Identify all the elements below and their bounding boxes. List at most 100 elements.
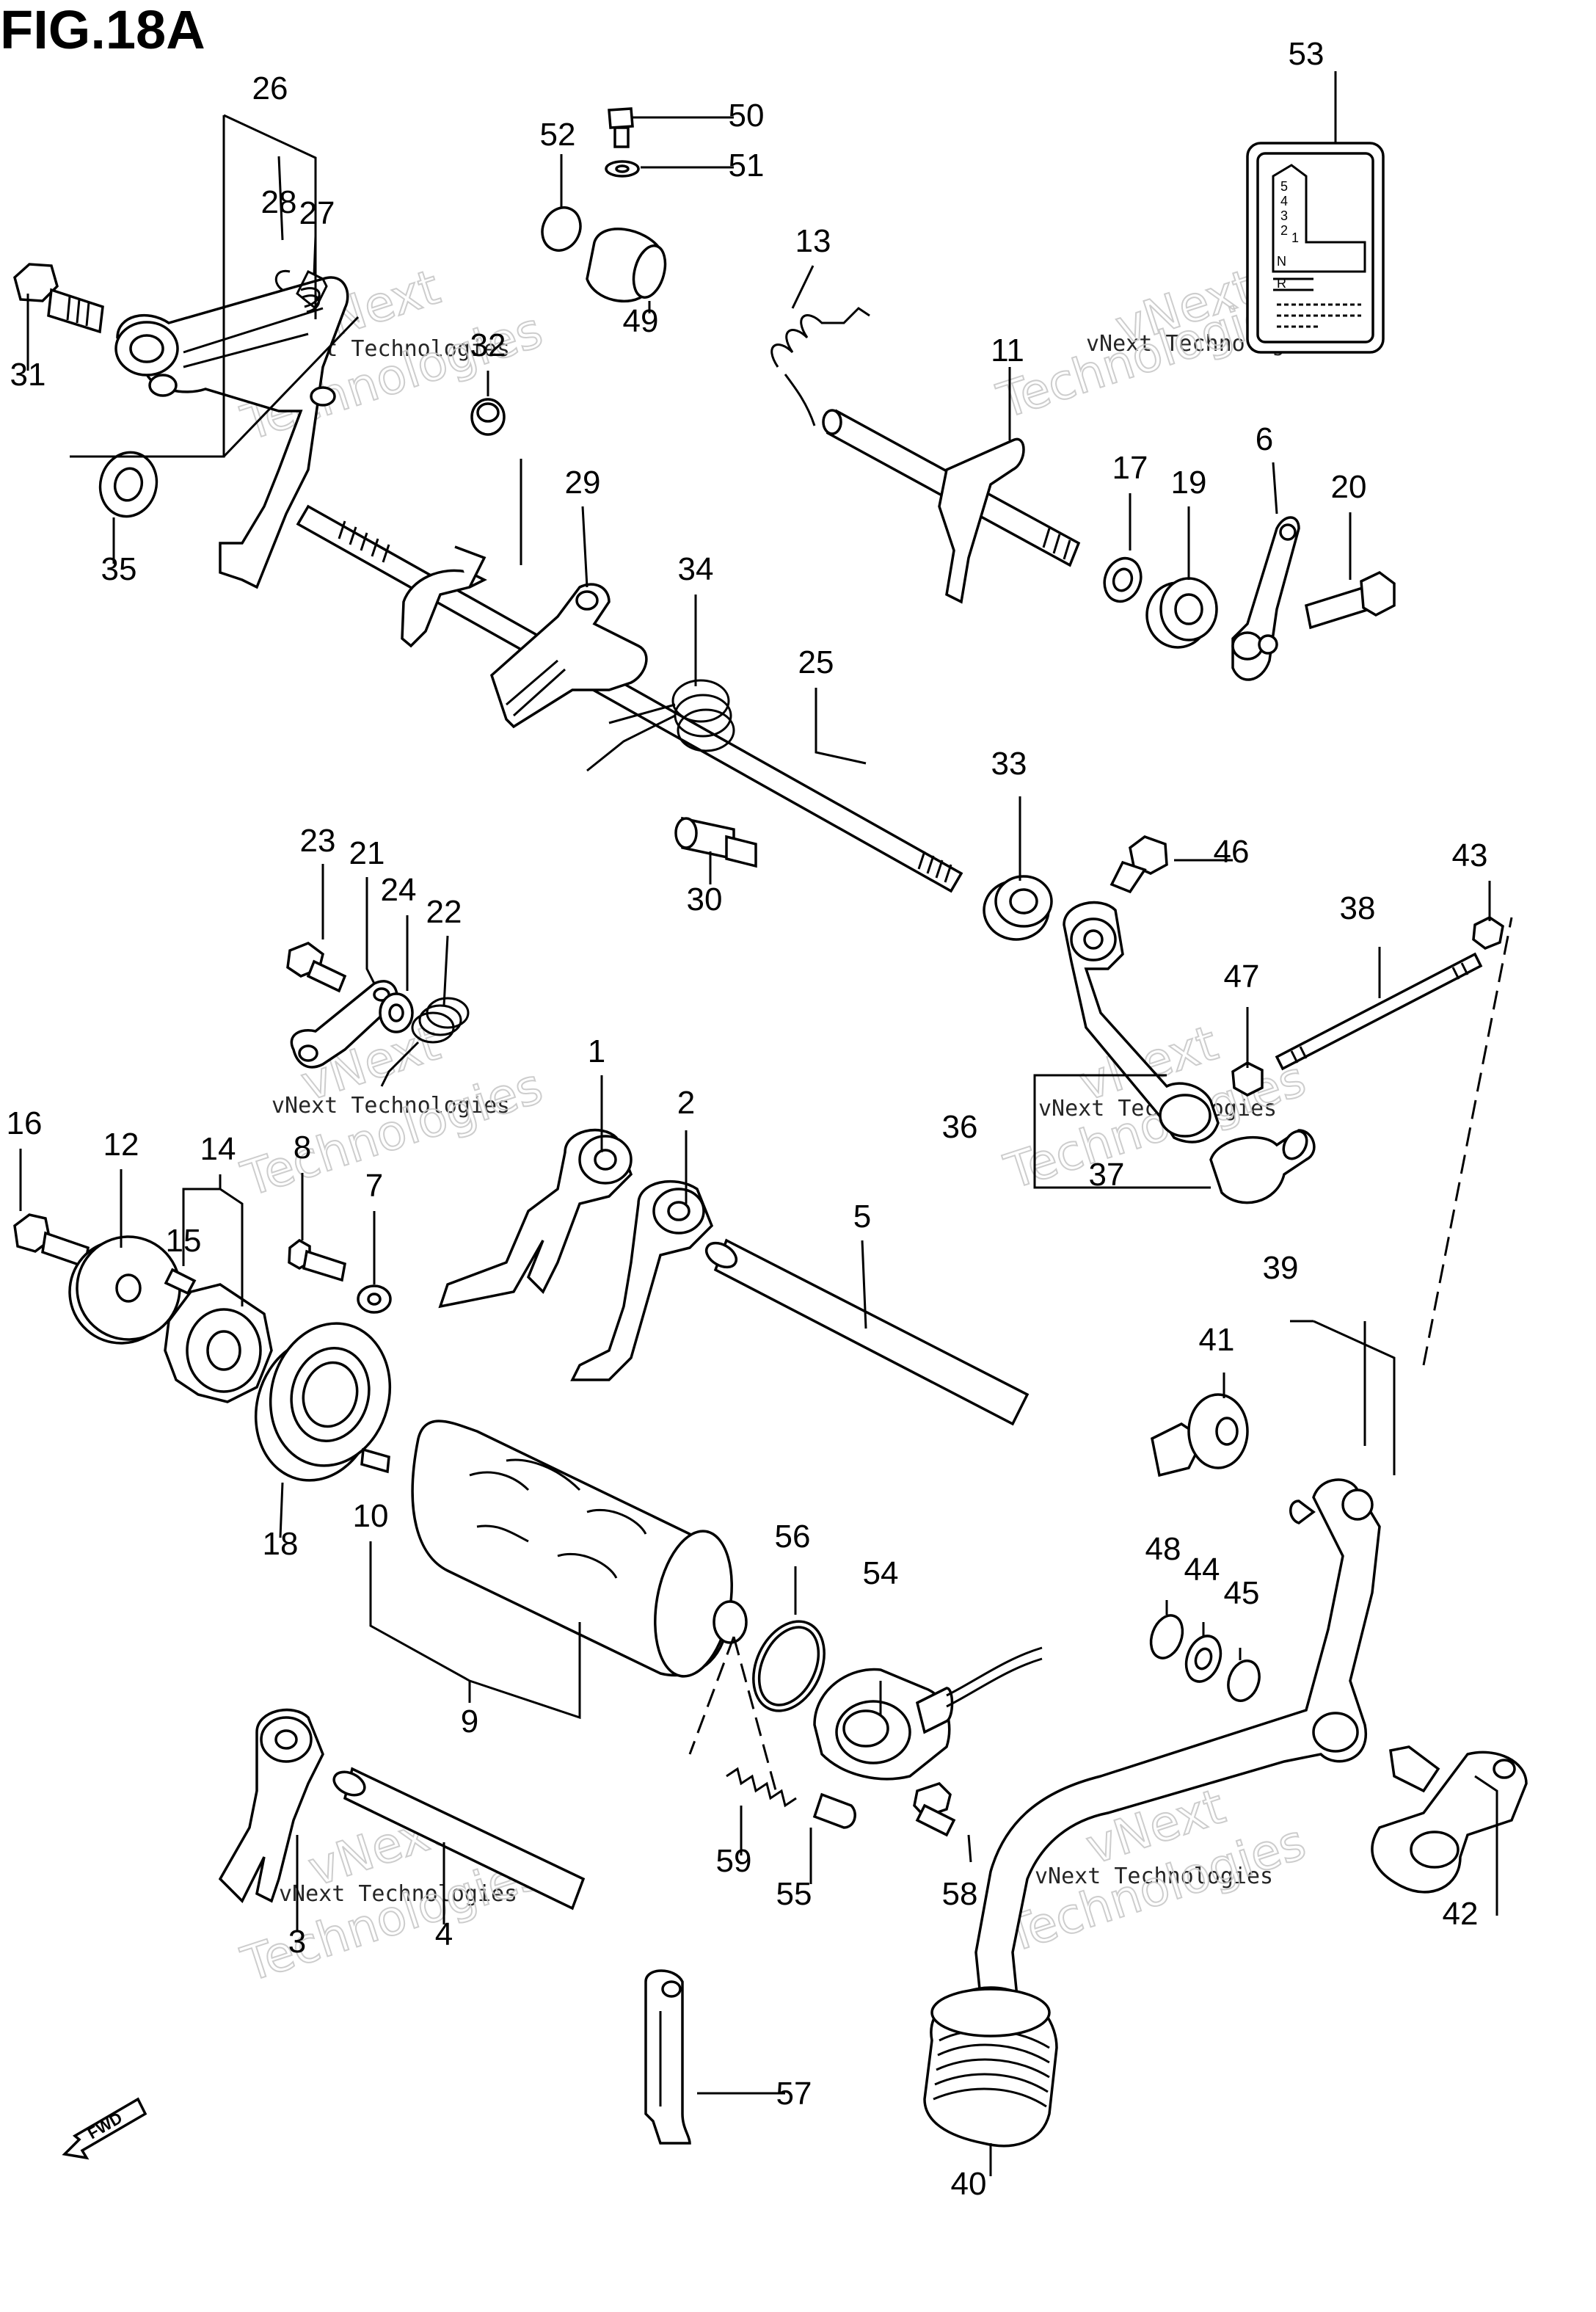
callout-36: 36	[942, 1109, 978, 1145]
callout-57: 57	[776, 2076, 812, 2112]
callout-11: 11	[991, 332, 1024, 368]
callout-1: 1	[588, 1033, 605, 1069]
callout-19: 19	[1171, 465, 1207, 501]
gearshift-arm-26-drawing	[114, 276, 349, 589]
nut-43-drawing	[1472, 915, 1504, 950]
callout-54: 54	[863, 1555, 899, 1591]
callout-23: 23	[300, 823, 336, 859]
shift-arm-29-drawing	[489, 583, 648, 729]
callout-21: 21	[349, 835, 385, 871]
fork-3-drawing	[218, 1708, 324, 1903]
callout-17: 17	[1112, 450, 1148, 486]
washer-7-drawing	[357, 1284, 392, 1314]
callout-10: 10	[353, 1498, 389, 1534]
callout-49: 49	[623, 303, 659, 339]
fork-2-drawing	[570, 1179, 714, 1381]
shift-drum-9-drawing	[411, 1419, 748, 1678]
washer-24-drawing	[379, 992, 414, 1033]
callout-37: 37	[1089, 1157, 1125, 1193]
cap-37-drawing	[1209, 1129, 1316, 1204]
oring-52-drawing	[541, 206, 582, 252]
decal-neutral: N	[1277, 254, 1286, 269]
callout-26: 26	[252, 70, 288, 106]
pin-55-drawing	[812, 1792, 856, 1829]
pin-10-drawing	[360, 1447, 390, 1474]
callout-51: 51	[729, 148, 765, 183]
callout-43: 43	[1452, 837, 1488, 873]
callout-16: 16	[7, 1105, 43, 1141]
callout-14: 14	[200, 1131, 236, 1167]
joint-42-drawing	[1371, 1745, 1528, 1894]
callout-47: 47	[1224, 959, 1260, 995]
callout-35: 35	[101, 551, 137, 587]
callout-4: 4	[435, 1916, 453, 1952]
washer-51-drawing	[605, 160, 640, 178]
decal-gear-3: 3	[1280, 208, 1288, 223]
pedal-40-drawing	[923, 1986, 1058, 2148]
washer-35-drawing	[98, 451, 158, 518]
shift-shaft-25-drawing	[296, 504, 963, 893]
cam-14-drawing	[164, 1283, 273, 1403]
callout-25: 25	[798, 644, 834, 680]
callout-numbers: 1 2 3 4 5 6 7 8 9 10 11 12 13 14 15 16 1…	[7, 36, 1488, 2202]
watermarks: vNext Technologies Technologies vNext vN…	[234, 258, 1324, 1993]
arm-6-drawing	[1231, 516, 1300, 681]
bearing-19-drawing	[1145, 577, 1218, 649]
callout-52: 52	[540, 117, 576, 153]
bolt-23-drawing	[286, 942, 347, 993]
watermark-text: vNext Technologies	[279, 1881, 517, 1907]
callout-24: 24	[381, 872, 417, 908]
callout-44: 44	[1184, 1552, 1220, 1588]
figure-title: FIG.18A	[0, 0, 205, 60]
spring-34-drawing	[586, 679, 735, 772]
bolt-46-drawing	[1109, 835, 1168, 894]
decal-reverse: R	[1277, 276, 1286, 291]
fork-1-drawing	[438, 1128, 633, 1309]
clip-48-drawing	[1149, 1614, 1184, 1660]
callout-9: 9	[461, 1704, 478, 1740]
cap-49-drawing	[586, 228, 667, 303]
shift-shaft-11-drawing	[822, 409, 1081, 604]
bearing-18-drawing	[254, 1322, 392, 1482]
bolt-20-drawing	[1304, 570, 1396, 630]
callout-3: 3	[288, 1924, 306, 1960]
callout-39: 39	[1263, 1250, 1299, 1286]
callout-28: 28	[261, 184, 297, 220]
callout-15: 15	[166, 1223, 202, 1259]
callout-5: 5	[853, 1199, 871, 1235]
callout-50: 50	[729, 98, 765, 134]
bearing-33-drawing	[983, 875, 1053, 941]
fwd-arrow-icon: FWD	[62, 2097, 147, 2160]
spring-22-drawing	[380, 997, 470, 1087]
callout-12: 12	[103, 1127, 139, 1163]
rod-38-drawing	[1275, 952, 1483, 1071]
callout-38: 38	[1340, 890, 1376, 926]
pin-30-drawing	[674, 816, 757, 868]
callout-27: 27	[299, 195, 335, 231]
callout-6: 6	[1256, 421, 1273, 457]
washer-44-drawing	[1184, 1635, 1222, 1683]
callout-58: 58	[942, 1876, 978, 1912]
callout-29: 29	[565, 465, 601, 501]
bracket-57-drawing	[644, 1969, 691, 2145]
pin-15-drawing	[164, 1268, 197, 1295]
callout-56: 56	[775, 1519, 811, 1555]
shift-lever-39-drawing	[974, 1478, 1381, 2027]
callout-59: 59	[716, 1843, 752, 1879]
callout-20: 20	[1331, 469, 1367, 505]
spring-27-drawing	[296, 269, 328, 313]
callout-34: 34	[678, 551, 714, 587]
link-arm-36-drawing	[1063, 901, 1220, 1144]
bolt-8-drawing	[288, 1238, 346, 1282]
washer-17-drawing	[1103, 556, 1143, 603]
callout-2: 2	[677, 1085, 695, 1121]
decal-53-drawing: 5 4 3 2 1 N R	[1246, 142, 1385, 354]
switch-54-drawing	[813, 1646, 1043, 1781]
rod-5-drawing	[704, 1238, 1030, 1426]
watermark-text: vNext Technologies	[1035, 1864, 1273, 1889]
callout-7: 7	[365, 1168, 383, 1204]
screw-58-drawing	[913, 1781, 956, 1837]
callout-22: 22	[426, 894, 462, 930]
plate-12-drawing	[68, 1235, 181, 1345]
